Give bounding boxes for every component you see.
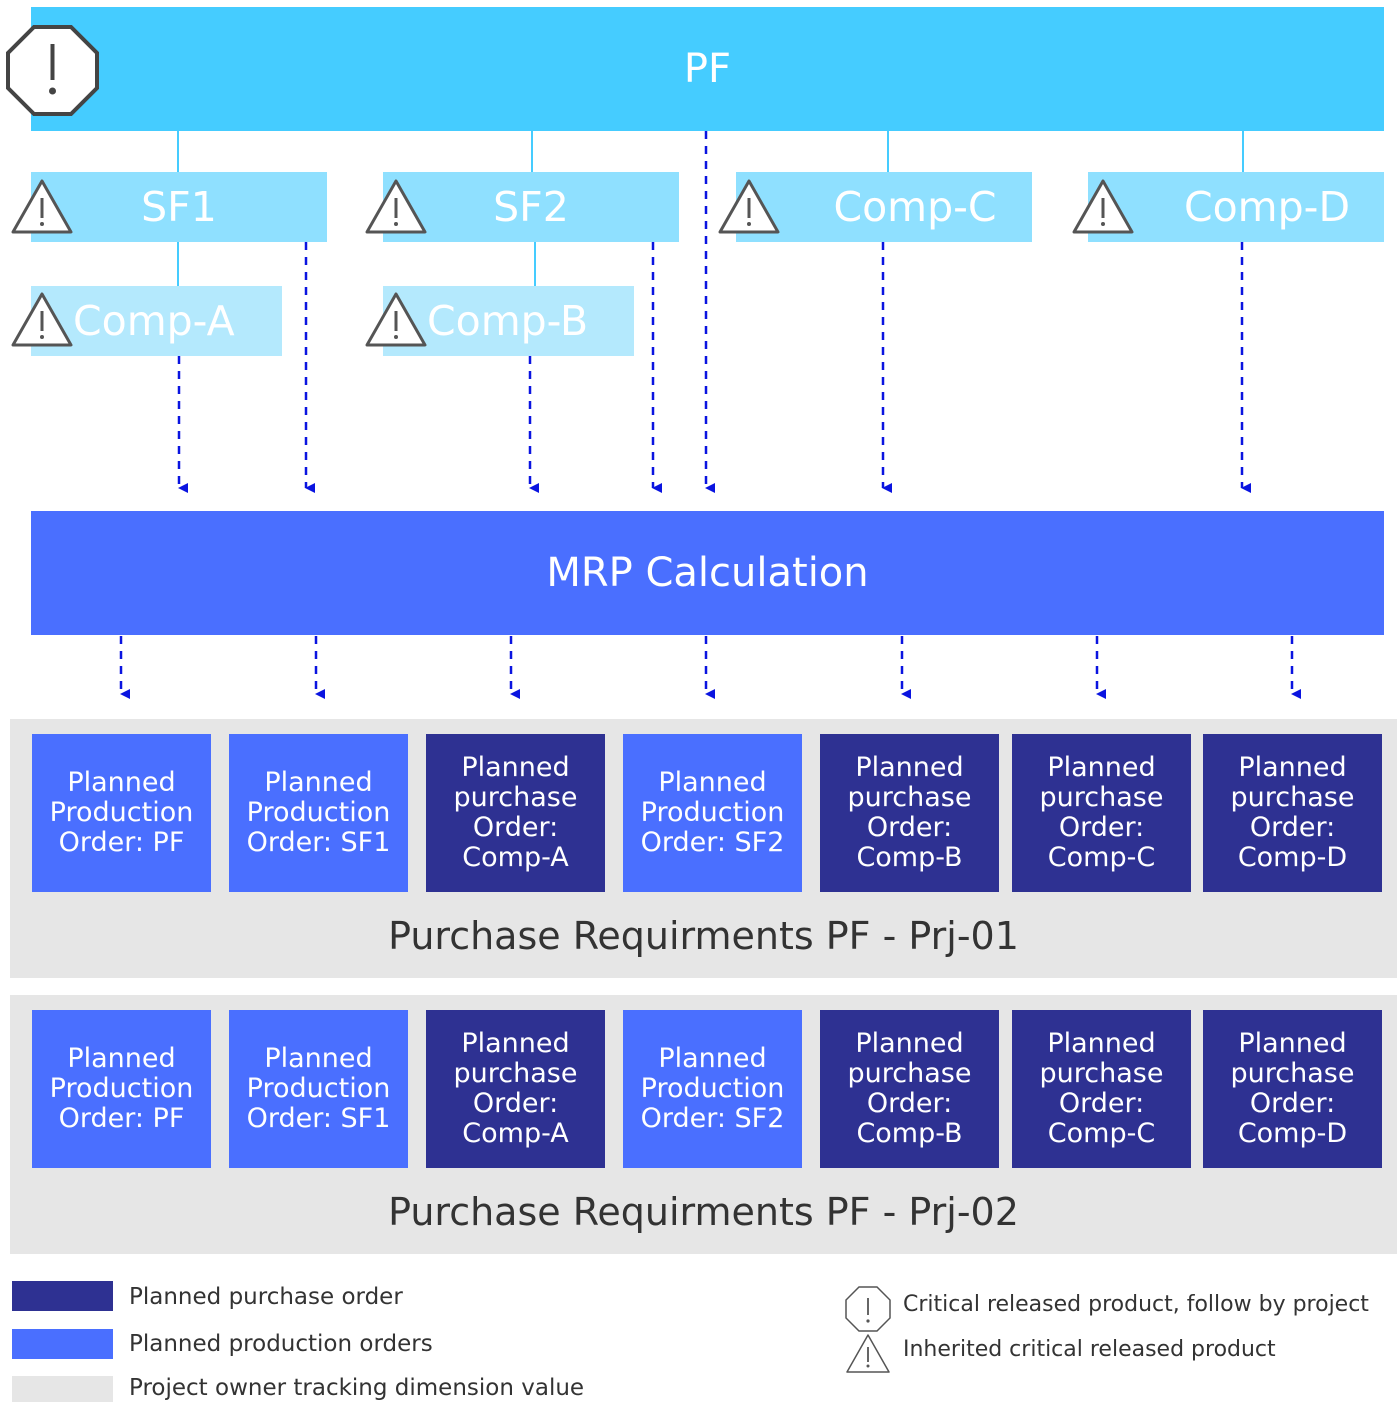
order-label: Planned purchase Order: Comp-D: [1230, 752, 1355, 873]
order-label: Planned purchase Order: Comp-A: [453, 1028, 578, 1149]
order-box-production: Planned Production Order: SF1: [229, 734, 408, 892]
order-box-production: Planned Production Order: PF: [32, 1010, 211, 1168]
octagon-exclamation-icon: [6, 25, 99, 116]
order-label: Planned Production Order: SF1: [246, 767, 391, 858]
node-sf2-label: SF2: [493, 183, 569, 231]
legend-label-purchase: Planned purchase order: [129, 1284, 403, 1310]
node-comp-b-label: Comp-B: [427, 297, 589, 345]
mrp-calculation-box: MRP Calculation: [31, 511, 1384, 635]
order-label: Planned Production Order: SF2: [640, 767, 785, 858]
order-label: Planned purchase Order: Comp-B: [847, 1028, 972, 1149]
node-comp-a: Comp-A: [31, 286, 282, 356]
node-comp-a-label: Comp-A: [73, 297, 235, 345]
node-sf2: SF2: [383, 172, 679, 242]
order-box-purchase: Planned purchase Order: Comp-D: [1203, 734, 1382, 892]
order-box-purchase: Planned purchase Order: Comp-C: [1012, 1010, 1191, 1168]
pf-node: PF: [31, 7, 1384, 131]
order-label: Planned purchase Order: Comp-C: [1039, 752, 1164, 873]
node-sf1-label: SF1: [141, 183, 217, 231]
node-sf1: SF1: [31, 172, 327, 242]
order-box-production: Planned Production Order: PF: [32, 734, 211, 892]
legend-swatch-tracking: [12, 1376, 113, 1402]
legend-label-inherited: Inherited critical released product: [903, 1337, 1276, 1362]
order-label: Planned Production Order: SF1: [246, 1043, 391, 1134]
order-box-purchase: Planned purchase Order: Comp-D: [1203, 1010, 1382, 1168]
order-box-production: Planned Production Order: SF2: [623, 734, 802, 892]
triangle-warning-icon: [365, 292, 427, 347]
triangle-warning-icon: [846, 1334, 890, 1373]
order-box-purchase: Planned purchase Order: Comp-A: [426, 734, 605, 892]
triangle-warning-icon: [11, 292, 73, 347]
order-box-purchase: Planned purchase Order: Comp-A: [426, 1010, 605, 1168]
order-label: Planned purchase Order: Comp-C: [1039, 1028, 1164, 1149]
order-label: Planned purchase Order: Comp-B: [847, 752, 972, 873]
order-box-purchase: Planned purchase Order: Comp-B: [820, 734, 999, 892]
order-label: Planned Production Order: SF2: [640, 1043, 785, 1134]
legend-label-production: Planned production orders: [129, 1331, 433, 1357]
project-title-prj-01: Purchase Requirments PF - Prj-01: [388, 914, 1019, 958]
hierarchy-lines: [177, 131, 1244, 286]
order-box-production: Planned Production Order: SF1: [229, 1010, 408, 1168]
legend-label-critical: Critical released product, follow by pro…: [903, 1292, 1369, 1317]
legend-swatch-production: [12, 1329, 113, 1359]
triangle-warning-icon: [11, 179, 73, 234]
order-label: Planned Production Order: PF: [49, 1043, 194, 1134]
node-comp-c-label: Comp-C: [833, 183, 997, 231]
node-comp-c: Comp-C: [736, 172, 1032, 242]
legend-label-tracking: Project owner tracking dimension value: [129, 1375, 585, 1401]
order-label: Planned purchase Order: Comp-A: [453, 752, 578, 873]
order-box-purchase: Planned purchase Order: Comp-B: [820, 1010, 999, 1168]
triangle-warning-icon: [718, 179, 780, 234]
pf-label: PF: [683, 46, 732, 92]
node-comp-d-label: Comp-D: [1183, 183, 1351, 231]
order-box-production: Planned Production Order: SF2: [623, 1010, 802, 1168]
order-label: Planned purchase Order: Comp-D: [1230, 1028, 1355, 1149]
triangle-warning-icon: [1072, 179, 1134, 234]
triangle-warning-icon: [365, 179, 427, 234]
dashed-arrows: [119, 131, 1301, 699]
project-title-prj-02: Purchase Requirments PF - Prj-02: [388, 1190, 1019, 1234]
node-comp-d: Comp-D: [1088, 172, 1384, 242]
order-label: Planned Production Order: PF: [49, 767, 194, 858]
order-box-purchase: Planned purchase Order: Comp-C: [1012, 734, 1191, 892]
mrp-label: MRP Calculation: [546, 550, 869, 596]
legend-swatch-purchase: [12, 1281, 113, 1311]
octagon-exclamation-icon: [845, 1286, 891, 1332]
